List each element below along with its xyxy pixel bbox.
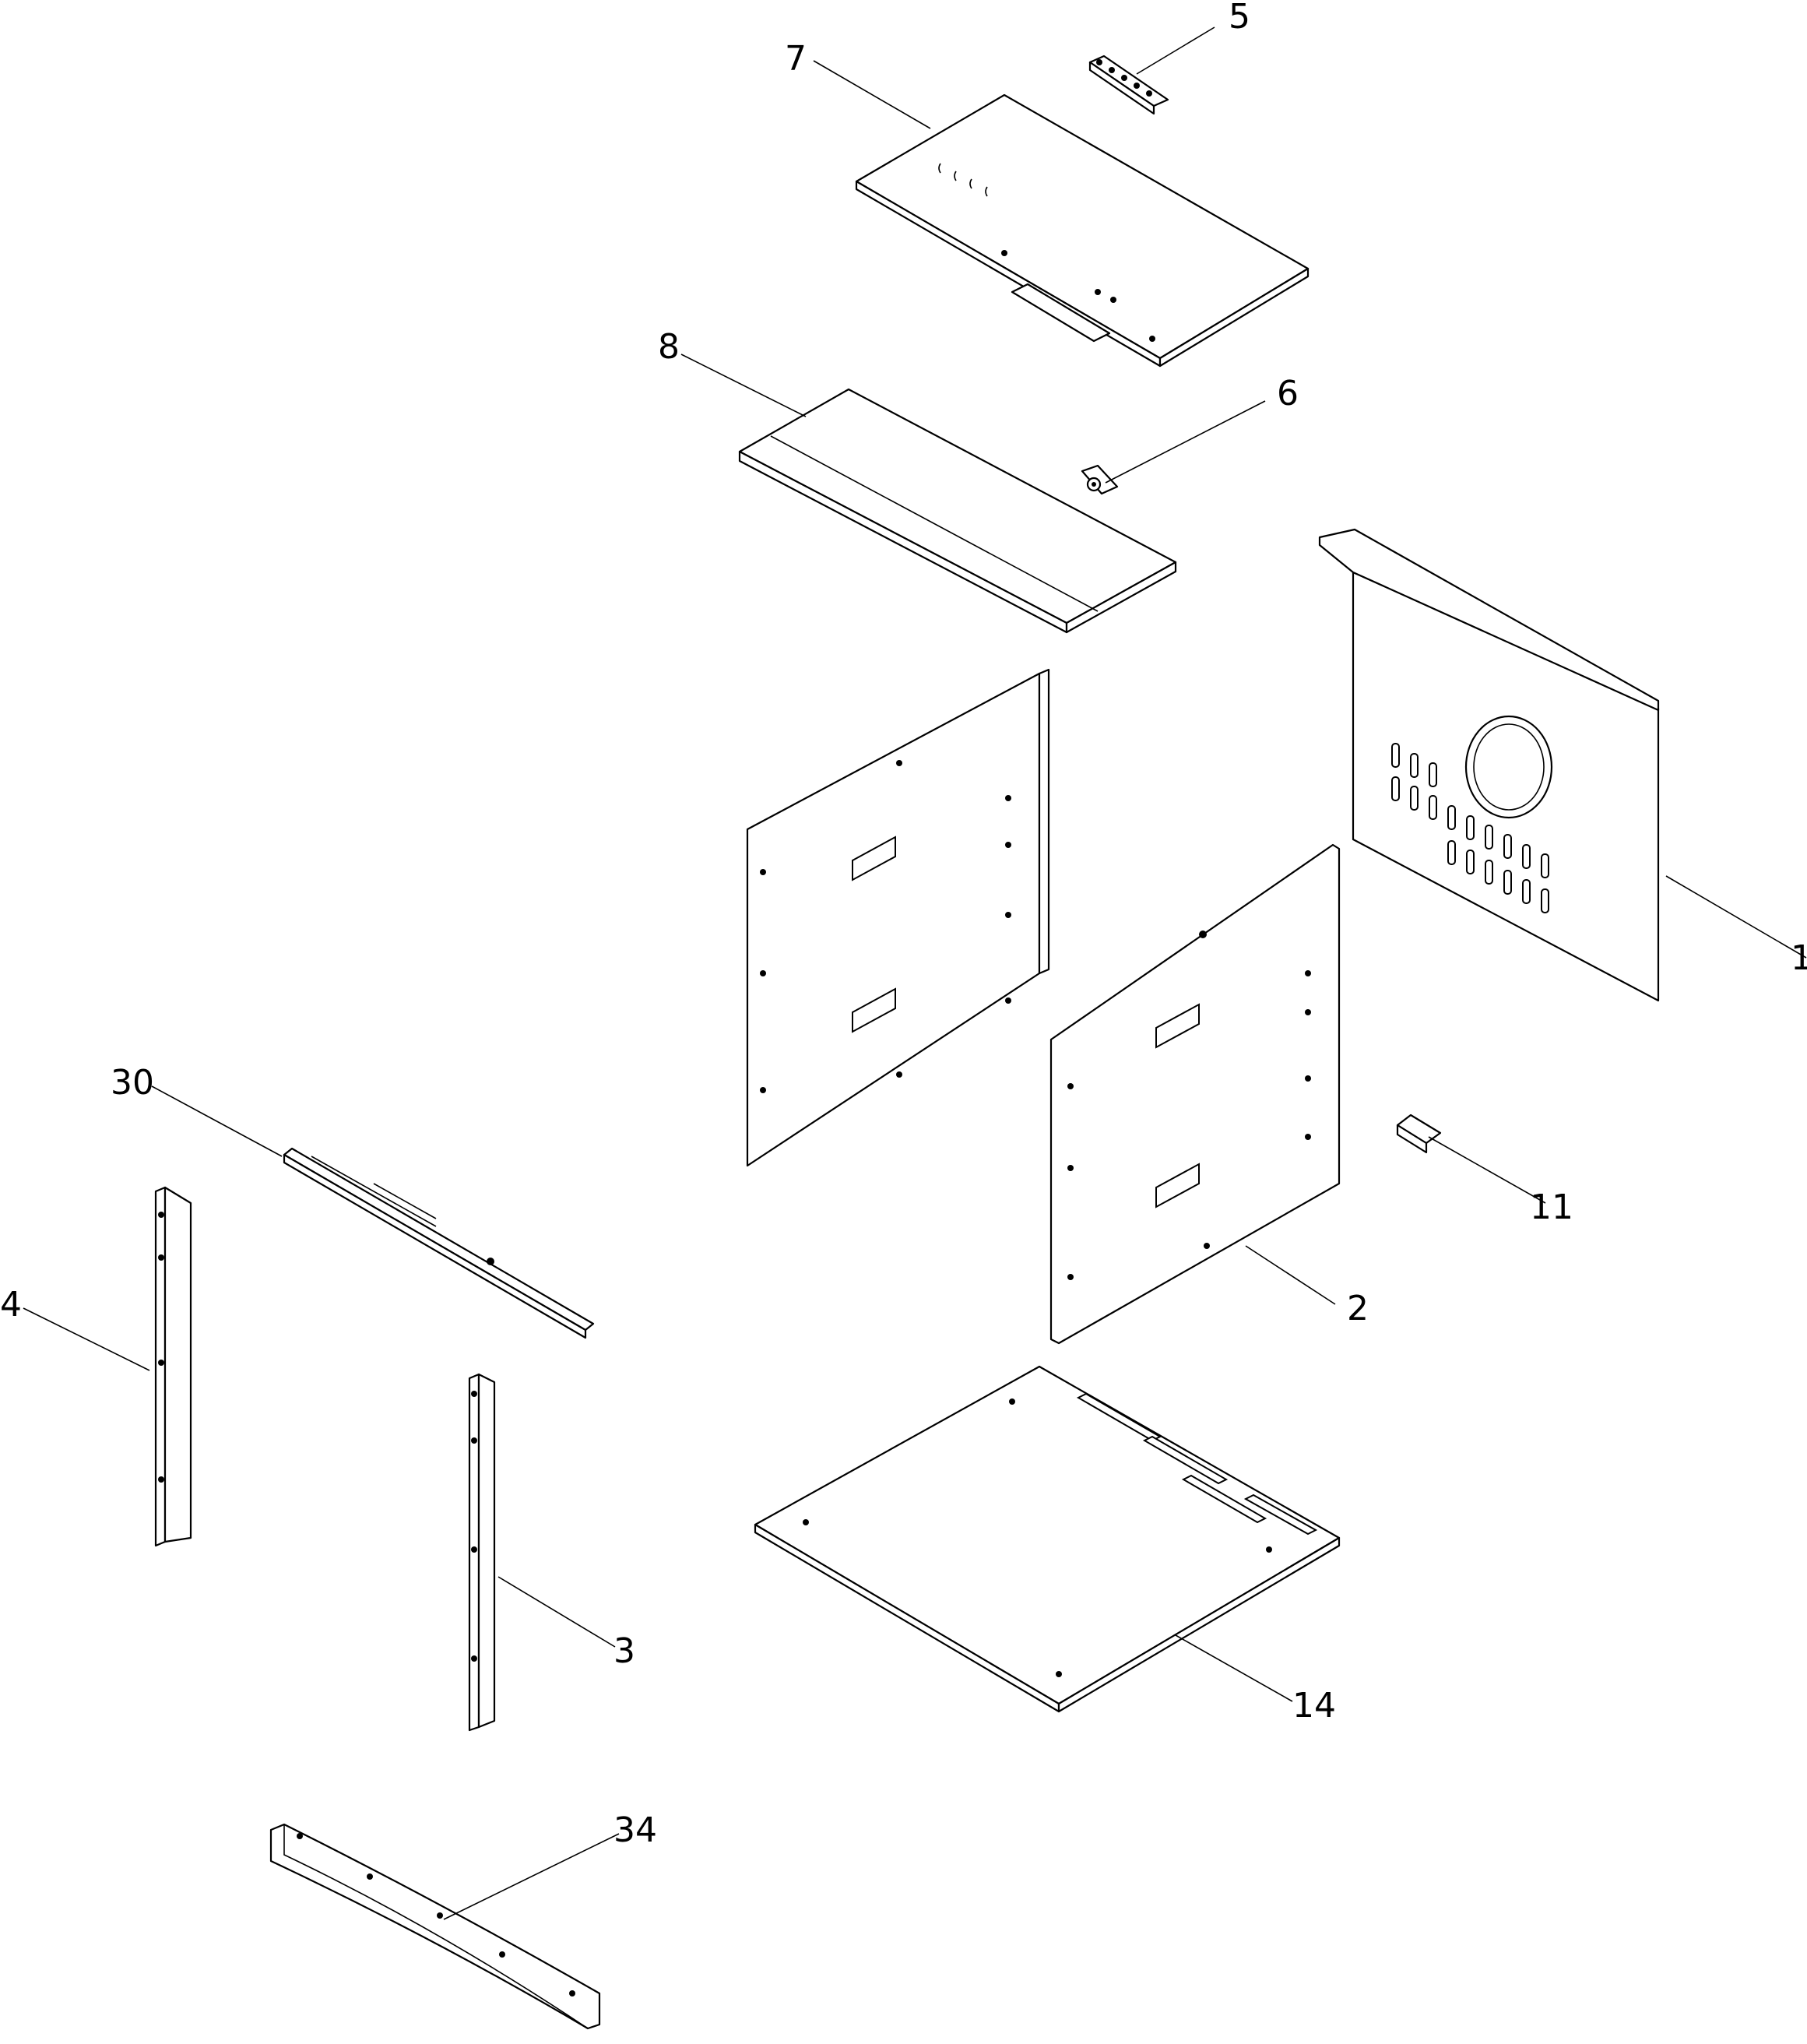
label-part-30: 30 <box>111 1063 154 1103</box>
part-labels: 5 7 8 6 1 11 2 14 30 4 3 34 <box>0 0 1807 1850</box>
part-4-upright <box>154 1186 192 1547</box>
label-part-7: 7 <box>785 39 807 79</box>
label-part-14: 14 <box>1292 1686 1336 1726</box>
part-8-shield-plate <box>738 388 1177 634</box>
part-14-bottom-plate <box>754 1365 1341 1713</box>
label-part-2: 2 <box>1347 1289 1369 1328</box>
part-6-clip <box>1081 464 1119 495</box>
label-part-34: 34 <box>613 1810 657 1850</box>
left-side-panel <box>746 668 1050 1167</box>
part-34-trim-bar <box>269 1823 601 2030</box>
label-part-8: 8 <box>658 327 680 367</box>
label-part-6: 6 <box>1277 374 1299 413</box>
part-1-rear-panel <box>1318 528 1660 1002</box>
part-5-terminal-block <box>1088 55 1169 115</box>
part-2-side-panel <box>1049 843 1341 1345</box>
label-part-11: 11 <box>1530 1187 1573 1227</box>
part-30-crossbar <box>283 1147 595 1339</box>
part-11-bracket <box>1396 1113 1442 1154</box>
label-part-3: 3 <box>613 1631 635 1671</box>
label-part-1: 1 <box>1791 938 1807 978</box>
part-3-upright <box>468 1373 496 1732</box>
rear-panel-vent-slots <box>1391 743 1549 913</box>
part-7-top-plate <box>855 93 1310 368</box>
leader-lines <box>23 26 1807 1920</box>
label-part-5: 5 <box>1229 0 1250 37</box>
label-part-4: 4 <box>0 1285 22 1325</box>
